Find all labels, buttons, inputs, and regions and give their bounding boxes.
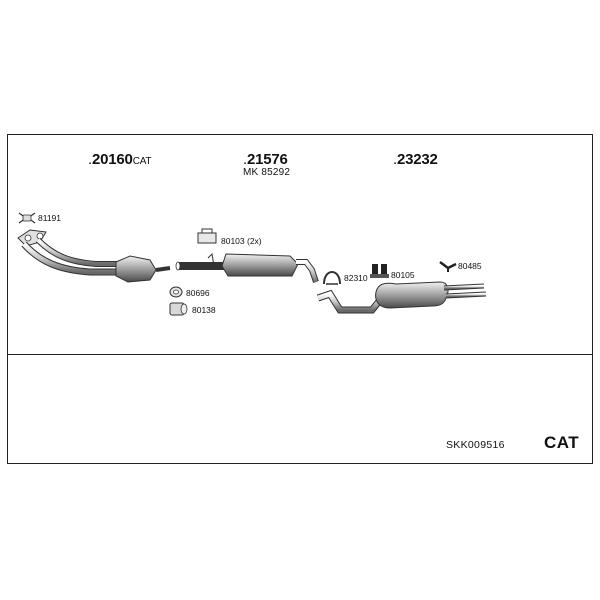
clamp-80103-icon	[197, 228, 217, 244]
part-label-80138: 80138	[192, 305, 216, 315]
assembly-subline-middle-silencer: MK 85292	[243, 167, 291, 178]
part-label-80105: 80105	[391, 270, 415, 280]
gasket-81191-icon	[18, 212, 36, 224]
assembly-label-rear-silencer: .23232	[393, 151, 438, 168]
bracket-80485-icon	[439, 261, 457, 272]
clamp-80138-icon	[169, 302, 188, 316]
rear-silencer-23232-part	[316, 281, 487, 314]
kit-code: SKK009516	[446, 439, 505, 451]
kit-type: CAT	[544, 433, 580, 452]
part-label-81191: 81191	[38, 213, 62, 223]
middle-silencer-21576-part	[175, 252, 319, 283]
assembly-label-middle-silencer: .21576	[243, 151, 288, 168]
front-pipe-20160-part	[17, 229, 171, 283]
part-label-80696: 80696	[186, 288, 210, 298]
diagram-divider	[7, 354, 593, 355]
clamp-82310-icon	[323, 271, 341, 285]
clamp-80696-icon	[169, 286, 183, 298]
part-label-80485: 80485	[458, 261, 482, 271]
assembly-label-front-pipe: .20160CAT	[88, 151, 152, 168]
part-label-82310: 82310	[344, 273, 368, 283]
diagram-frame	[7, 134, 593, 464]
part-label-80103: 80103 (2x)	[221, 236, 262, 246]
hanger-80105-icon	[370, 264, 389, 278]
